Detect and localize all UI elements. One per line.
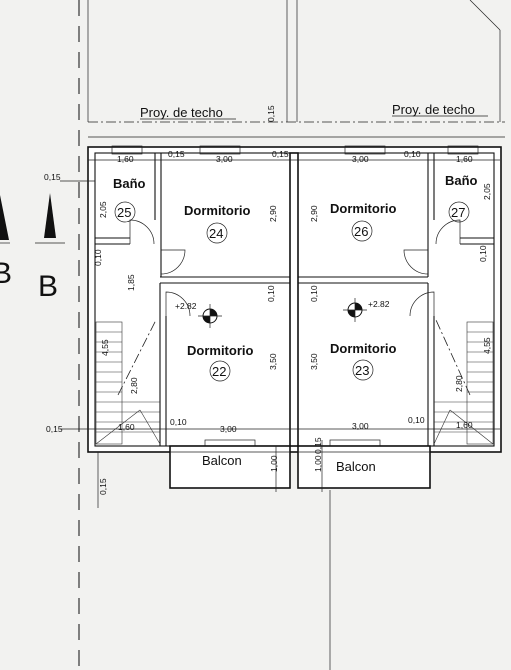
dim-below-015: 0,15	[98, 478, 108, 495]
room-number-23: 23	[355, 363, 369, 378]
dim-center-010-b: 0,10	[309, 285, 319, 302]
room-name-22: Dormitorio	[187, 343, 254, 358]
balcony-label-right: Balcon	[336, 459, 376, 474]
level-mark-icon-left	[198, 304, 222, 328]
dim-balcony-015: 0,15	[313, 437, 323, 454]
room-number-25: 25	[117, 205, 131, 220]
dorm24-door	[160, 249, 186, 275]
section-label-left: B	[0, 257, 12, 290]
room-number-24: 24	[209, 226, 223, 241]
dim-center-010-a: 0,10	[266, 285, 276, 302]
dim-top-left-160: 1,60	[117, 154, 134, 164]
dim-bath-left-205: 2,05	[98, 201, 108, 218]
section-label-right: B	[38, 270, 58, 303]
room-name-23: Dormitorio	[330, 341, 397, 356]
dim-bottom-015-left: 0,15	[46, 424, 63, 434]
roof-projection-label-left: Proy. de techo	[140, 105, 223, 120]
room-name-25: Baño	[113, 176, 146, 191]
roof-projection-label-right: Proy. de techo	[392, 102, 475, 117]
dim-top-015-b: 0,15	[272, 149, 289, 159]
dim-bath-left-010: 0,10	[93, 249, 103, 266]
dorm26-door	[403, 249, 429, 275]
dim-dorm22-350: 3,50	[268, 353, 278, 370]
dim-balcony-100-right: 1,00	[313, 455, 323, 472]
level-left: +2.82	[175, 301, 197, 311]
dim-vert-015-center: 0,15	[266, 105, 276, 122]
balcony-label-left: Balcon	[202, 453, 242, 468]
room-number-22: 22	[212, 364, 226, 379]
dim-top-300-b: 3,00	[352, 154, 369, 164]
dim-dorm23-350: 3,50	[309, 353, 319, 370]
dim-bath-right-010: 0,10	[478, 245, 488, 262]
dim-left-185: 1,85	[126, 274, 136, 291]
stair-right	[433, 319, 494, 445]
dim-balcony-100-left: 1,00	[269, 455, 279, 472]
room-name-26: Dormitorio	[330, 201, 397, 216]
dim-top-015-a: 0,15	[168, 149, 185, 159]
dim-bath-right-205: 2,05	[482, 183, 492, 200]
dim-bottom-010-b: 0,10	[408, 415, 425, 425]
room-name-24: Dormitorio	[184, 203, 251, 218]
section-arrow-icon-right	[44, 193, 56, 238]
room-number-26: 26	[354, 224, 368, 239]
balcony-right	[297, 445, 431, 489]
level-right: +2.82	[368, 299, 390, 309]
dim-top-010: 0,10	[404, 149, 421, 159]
dim-bottom-300-a: 3,00	[220, 424, 237, 434]
dim-top-300-a: 3,00	[216, 154, 233, 164]
dim-top-right-160: 1,60	[456, 154, 473, 164]
dim-bottom-right-160: 1,60	[456, 420, 473, 430]
party-wall	[289, 152, 299, 447]
balcony-left	[169, 445, 291, 489]
dim-stair-right-280: 2,80	[454, 375, 464, 392]
dim-dorm24-290: 2,90	[268, 205, 278, 222]
stair-left	[95, 319, 161, 445]
dim-dorm26-290: 2,90	[309, 205, 319, 222]
room-name-27: Baño	[445, 173, 478, 188]
dim-bottom-left-160: 1,60	[118, 422, 135, 432]
dim-bottom-010-a: 0,10	[170, 417, 187, 427]
dim-side-015-top: 0,15	[44, 172, 61, 182]
room-number-27: 27	[451, 205, 465, 220]
bath-right-door	[435, 219, 461, 245]
dim-stair-left-280: 2,80	[129, 377, 139, 394]
dim-bottom-300-b: 3,00	[352, 421, 369, 431]
section-arrow-icon	[0, 195, 9, 240]
dim-stair-left-455: 4,55	[100, 339, 110, 356]
dim-stair-right-455: 4,55	[482, 337, 492, 354]
top-right-diagonal	[469, 0, 501, 31]
level-mark-icon-right	[343, 298, 367, 322]
